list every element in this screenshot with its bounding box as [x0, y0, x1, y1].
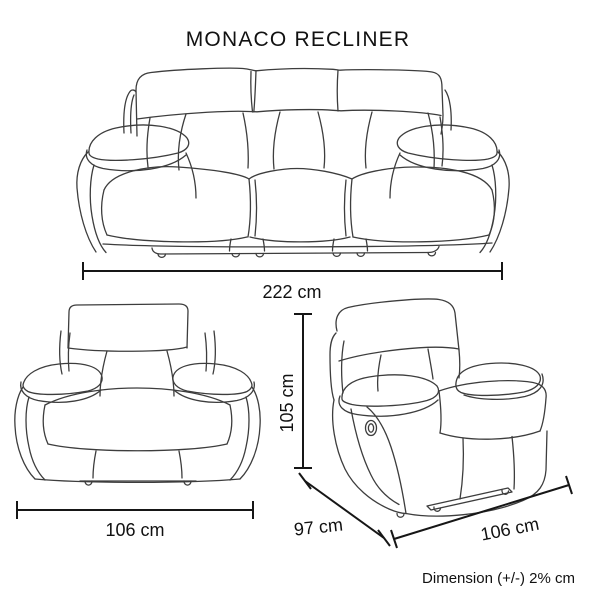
- dimension-tick: [298, 472, 312, 490]
- sofa-3-seater-drawing: [76, 67, 510, 259]
- recliner-perspective-drawing: [329, 298, 548, 518]
- dimension-tick: [565, 475, 573, 495]
- dimension-line: [393, 484, 570, 540]
- armchair-front-drawing: [14, 303, 261, 486]
- recliner-height-label: 105 cm: [277, 373, 297, 432]
- dimension-tick: [377, 529, 391, 547]
- recliner-width-dimension: 106 cm: [390, 475, 573, 549]
- sofa-width-label: 222 cm: [262, 282, 321, 302]
- recliner-handle-icon: [367, 423, 375, 433]
- armchair-width-label: 106 cm: [105, 520, 164, 540]
- tolerance-note: Dimension (+/-) 2% cm: [422, 570, 575, 587]
- dimension-tick: [390, 529, 398, 549]
- dimension-line: [304, 480, 385, 539]
- recliner-handle-icon: [364, 419, 378, 437]
- sofa-width-dimension: 222 cm: [82, 262, 503, 302]
- armchair-width-dimension: 106 cm: [16, 501, 254, 540]
- recliner-height-dimension: 105 cm: [277, 313, 312, 469]
- recliner-width-label: 106 cm: [479, 514, 541, 545]
- page-title: MONACO RECLINER: [186, 28, 411, 51]
- recliner-depth-label: 97 cm: [293, 515, 344, 540]
